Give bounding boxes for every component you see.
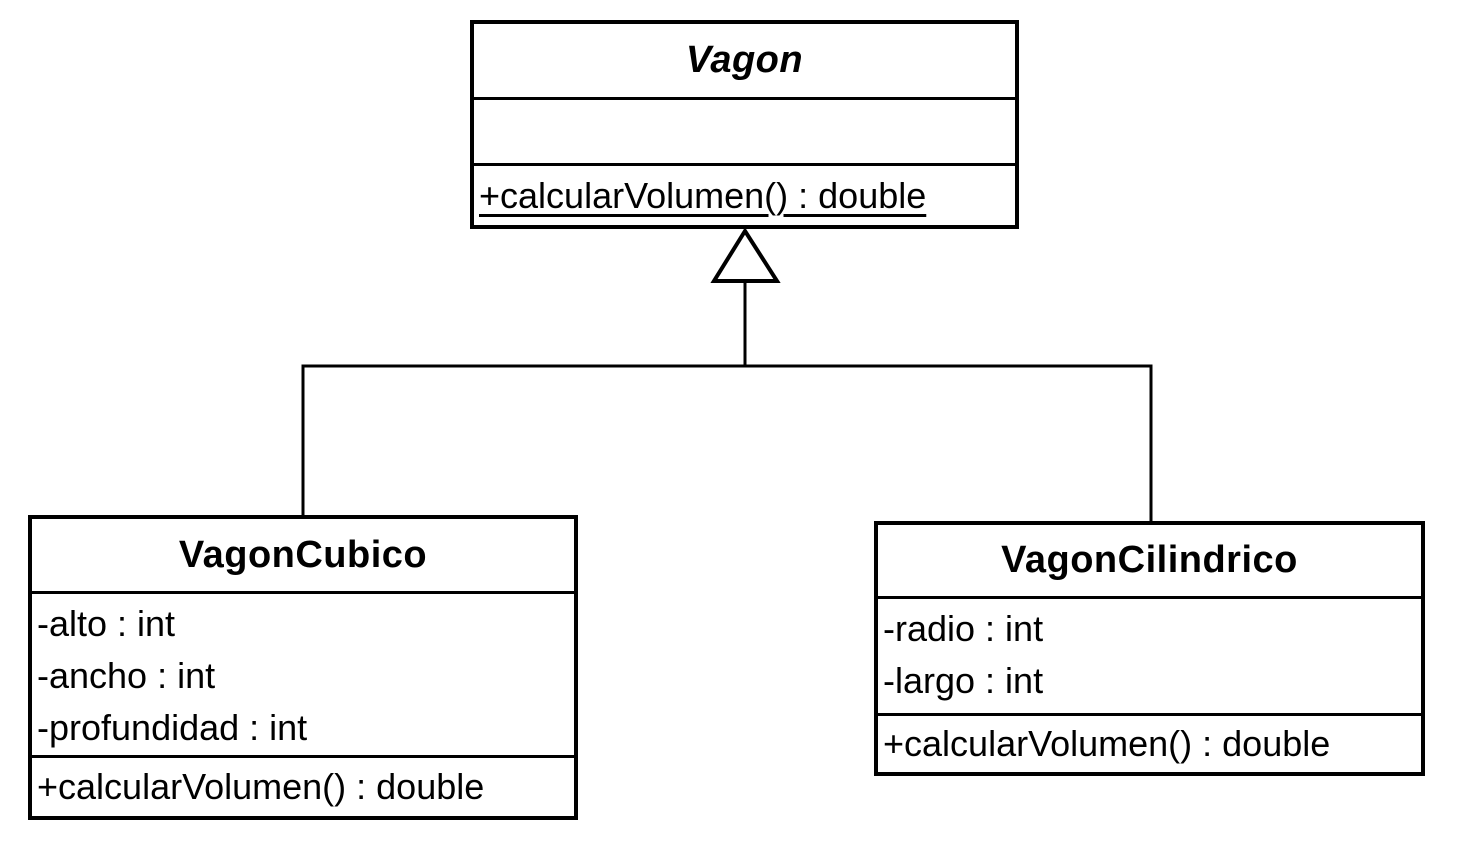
- method-item: +calcularVolumen() : double: [883, 723, 1331, 764]
- class-name-vagoncubico: VagonCubico: [32, 519, 574, 591]
- vagon-methods-compartment: +calcularVolumen() : double: [474, 163, 1015, 225]
- attribute-item: -radio : int: [883, 608, 1044, 649]
- attribute-item: -largo : int: [883, 660, 1044, 701]
- method-item: +calcularVolumen() : double: [479, 174, 927, 216]
- vagoncubico-methods-compartment: +calcularVolumen() : double: [32, 755, 574, 816]
- class-name-vagoncilindrico: VagonCilindrico: [878, 525, 1421, 596]
- class-name-vagon: Vagon: [474, 24, 1015, 97]
- method-item: +calcularVolumen() : double: [37, 766, 485, 807]
- vagon-attributes-compartment: [474, 97, 1015, 163]
- class-box-vagon: Vagon +calcularVolumen() : double: [470, 20, 1019, 229]
- class-name-label: VagonCubico: [178, 533, 428, 576]
- attribute-item: -profundidad : int: [37, 707, 308, 748]
- class-box-vagoncubico: VagonCubico -alto : int -ancho : int -pr…: [28, 515, 578, 820]
- generalization-triangle-icon: [710, 227, 781, 283]
- class-name-label: Vagon: [685, 39, 804, 81]
- class-name-label: VagonCilindrico: [1001, 539, 1298, 581]
- vagoncilindrico-methods-compartment: +calcularVolumen() : double: [878, 713, 1421, 772]
- generalization-branch-lines: [301, 364, 1153, 522]
- attribute-item: -alto : int: [37, 603, 176, 644]
- vagoncubico-attributes-compartment: -alto : int -ancho : int -profundidad : …: [32, 591, 574, 755]
- vagoncilindrico-attributes-compartment: -radio : int -largo : int: [878, 596, 1421, 713]
- class-box-vagoncilindrico: VagonCilindrico -radio : int -largo : in…: [874, 521, 1425, 776]
- attribute-item: -ancho : int: [37, 655, 216, 696]
